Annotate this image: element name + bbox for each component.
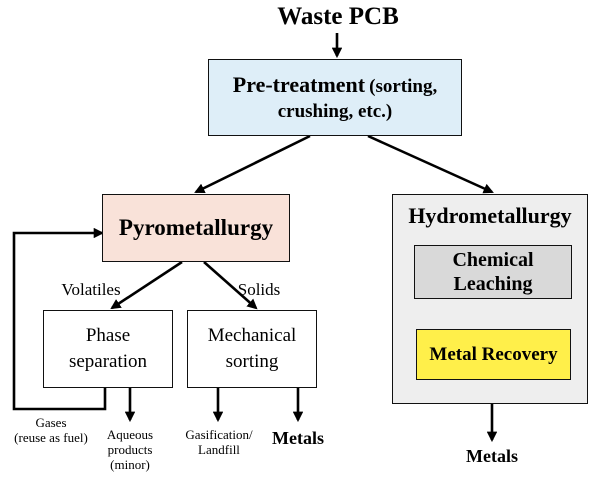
chemical-leaching-box: Chemical Leaching [414,245,572,299]
pretreatment-detail-2: crushing, etc.) [277,100,393,122]
arrow-pyro-to-mechanical [203,261,258,310]
gases-line-1: Gases [35,415,67,430]
gasification-line-1: Gasification/ [185,427,253,442]
gasification-line-2: Landfill [198,441,240,457]
volatiles-label: Volatiles [61,280,121,299]
arrow-gases-loop [12,227,107,411]
mechanical-sorting-box: Mechanical sorting [187,310,317,388]
aqueous-products-label: Aqueous products (minor) [96,427,164,473]
phase-separation-box: Phase separation [43,310,173,388]
mechanical-sorting-line-2: sorting [225,351,279,372]
pyro-metals-label: Metals [272,428,324,448]
mechanical-sorting-line-1: Mechanical [207,325,297,347]
arrow-pyro-to-phase [110,260,183,310]
arrow-pretreatment-to-pyro [194,134,311,194]
metal-recovery-label: Metal Recovery [429,343,558,365]
phase-separation-line-1: Phase [85,325,131,347]
pyrometallurgy-box: Pyrometallurgy [102,194,290,262]
aqueous-line-3: (minor) [110,456,150,472]
gases-line-2: (reuse as fuel) [14,429,88,445]
gases-label: Gases (reuse as fuel) [0,415,102,446]
aqueous-line-1: Aqueous [106,427,154,442]
chemical-leaching-line-2: Leaching [453,273,533,295]
pretreatment-detail: (sorting, [369,75,438,97]
pyrometallurgy-title: Pyrometallurgy [118,215,274,240]
phase-separation-line-2: separation [68,351,148,372]
hydro-metals-label: Metals [466,446,518,466]
arrow-pretreatment-to-hydro [367,134,494,194]
pretreatment-title: Pre-treatment [232,71,366,97]
pretreatment-box: Pre-treatment (sorting, crushing, etc.) [208,59,462,136]
gasification-landfill-label: Gasification/ Landfill [166,427,272,458]
chemical-leaching-line-1: Chemical [452,249,534,271]
title-waste-pcb: Waste PCB [277,3,399,30]
hydrometallurgy-title: Hydrometallurgy [408,203,572,228]
solids-label: Solids [237,280,281,299]
metal-recovery-box: Metal Recovery [416,329,571,380]
aqueous-line-2: products [107,441,153,457]
